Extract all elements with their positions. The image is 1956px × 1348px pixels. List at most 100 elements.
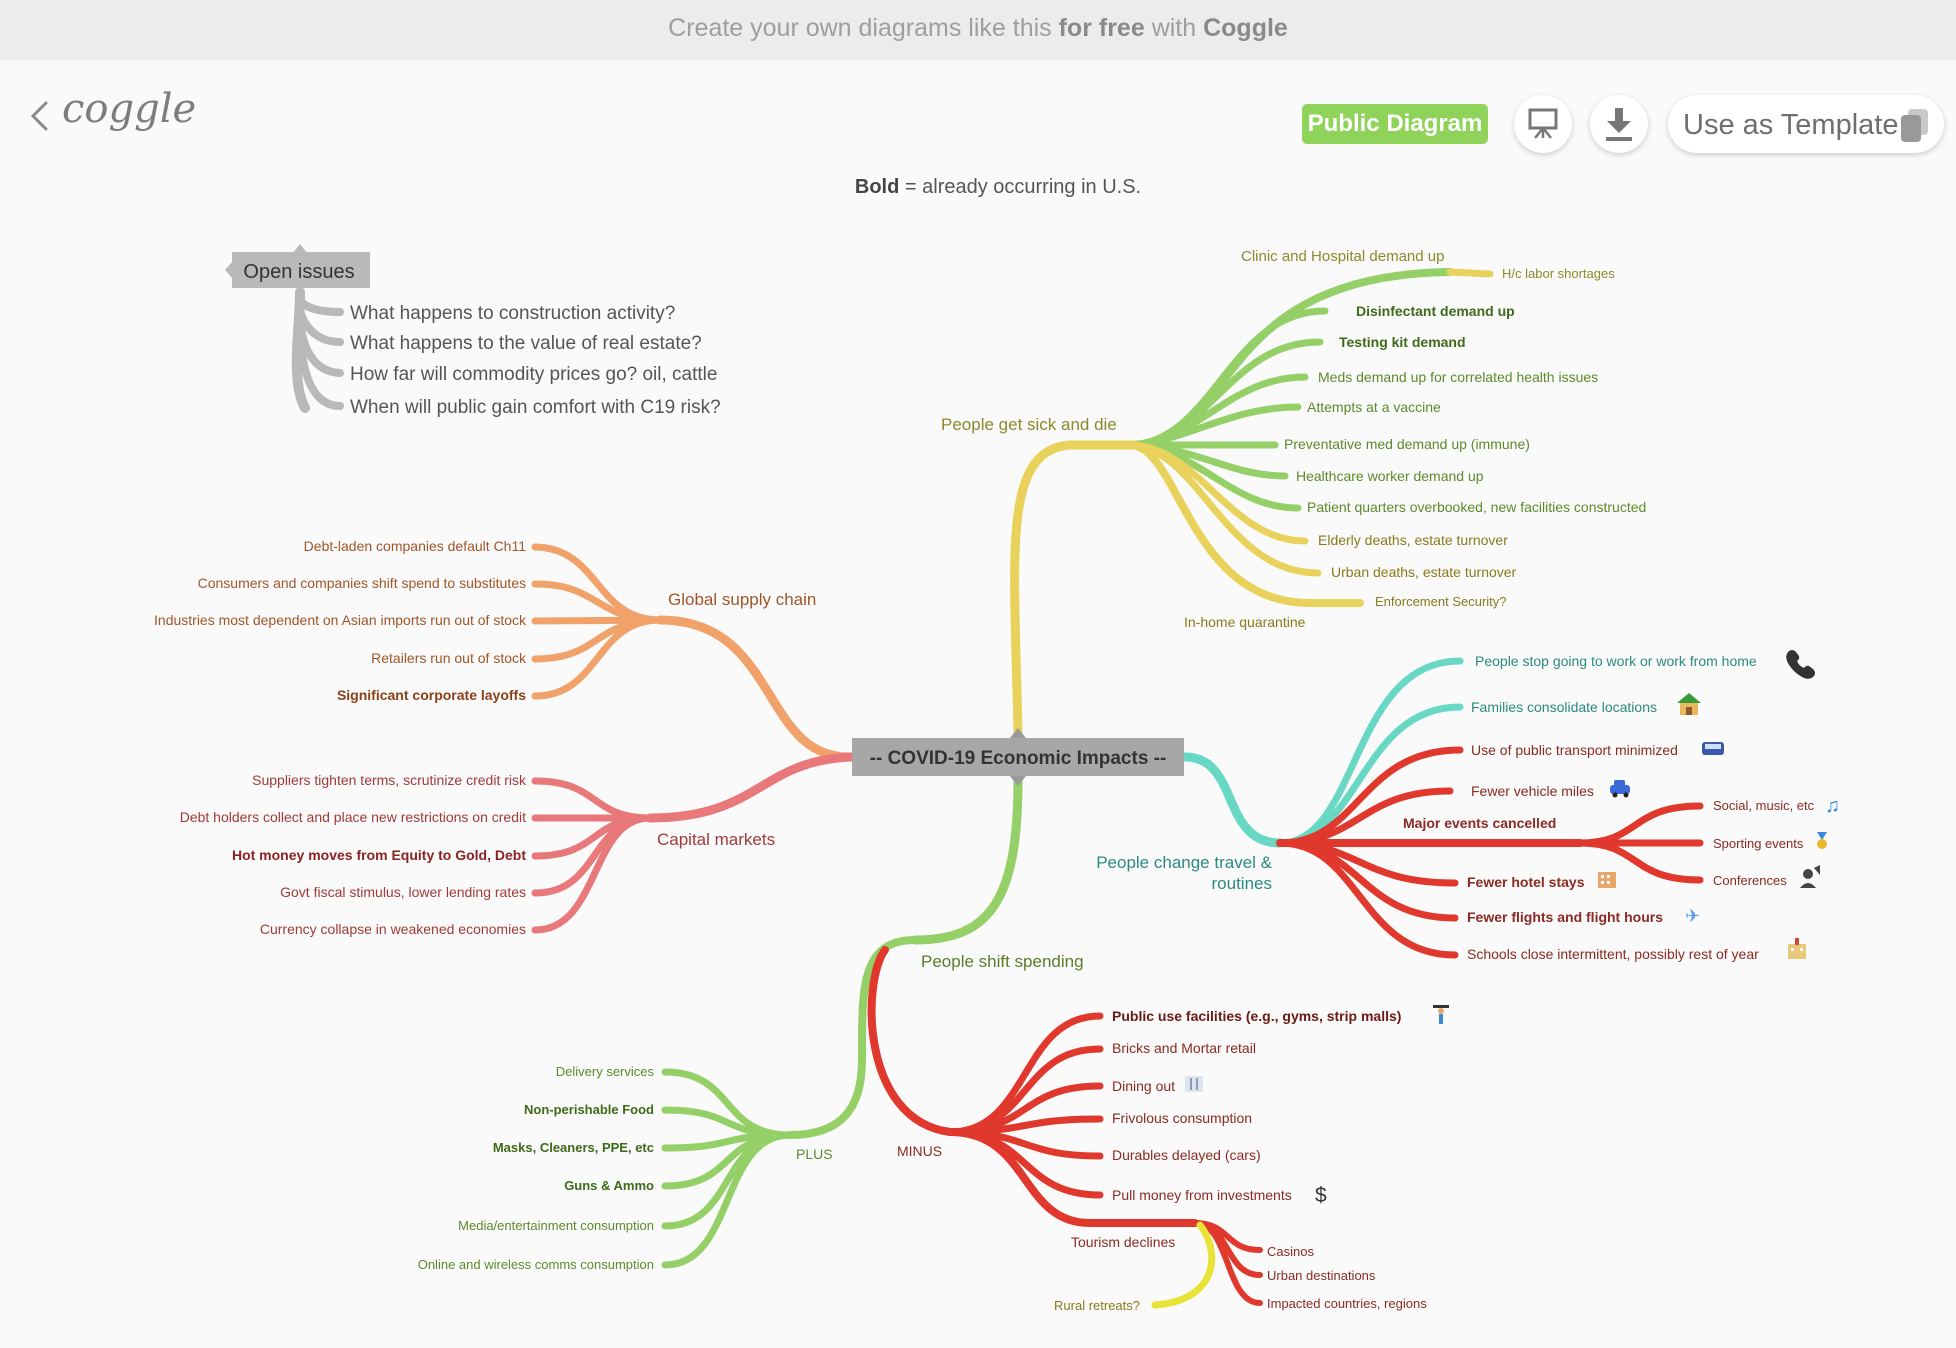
travel-item-sporting[interactable]: Sporting events: [1713, 836, 1804, 851]
travel-branch-labels: People change travel & routines People s…: [1096, 653, 1814, 962]
hotel-icon: [1598, 872, 1616, 888]
sick-item-hc-worker[interactable]: Healthcare worker demand up: [1296, 468, 1484, 484]
promo-banner-text[interactable]: Create your own diagrams like this for f…: [0, 14, 1956, 43]
root-box[interactable]: [852, 738, 1184, 776]
branch-minus: [867, 946, 954, 1136]
open-issue-4[interactable]: When will public gain comfort with C19 r…: [350, 397, 721, 418]
spending-label[interactable]: People shift spending: [921, 952, 1084, 971]
sick-item-enforcement[interactable]: Enforcement Security?: [1375, 594, 1507, 609]
music-icon: ♫: [1825, 795, 1840, 817]
root-node[interactable]: -- COVID-19 Economic Impacts --: [852, 728, 1184, 786]
travel-item-flights[interactable]: Fewer flights and flight hours: [1467, 909, 1663, 925]
minus-item-2[interactable]: Bricks and Mortar retail: [1112, 1040, 1256, 1056]
banner-brand: Coggle: [1203, 14, 1288, 42]
open-issues-box[interactable]: [232, 252, 370, 288]
travel-item-transport[interactable]: Use of public transport minimized: [1471, 742, 1678, 758]
plus-label[interactable]: PLUS: [796, 1146, 833, 1162]
plus-item-3[interactable]: Masks, Cleaners, PPE, etc: [493, 1140, 654, 1155]
travel-item-vehicle[interactable]: Fewer vehicle miles: [1471, 783, 1594, 799]
legend-rest: = already occurring in U.S.: [899, 176, 1142, 198]
open-issues-node[interactable]: Open issues: [225, 244, 370, 288]
capital-label[interactable]: Capital markets: [657, 830, 775, 849]
bus-icon: [1702, 742, 1724, 755]
capital-item-3[interactable]: Hot money moves from Equity to Gold, Deb…: [232, 847, 526, 863]
open-issue-3[interactable]: How far will commodity prices go? oil, c…: [350, 364, 717, 385]
branch-social: [1576, 802, 1704, 847]
supply-item-4[interactable]: Retailers run out of stock: [371, 650, 527, 666]
supply-label[interactable]: Global supply chain: [668, 590, 816, 609]
minus-label[interactable]: MINUS: [897, 1143, 942, 1159]
root-label[interactable]: -- COVID-19 Economic Impacts --: [870, 748, 1167, 769]
sick-green-labels: Disinfectant demand up Testing kit deman…: [1284, 303, 1646, 515]
sick-item-urban-deaths[interactable]: Urban deaths, estate turnover: [1331, 564, 1517, 580]
supply-item-5[interactable]: Significant corporate layoffs: [337, 687, 526, 703]
minus-item-5[interactable]: Durables delayed (cars): [1112, 1147, 1261, 1163]
minus-item-3[interactable]: Dining out: [1112, 1078, 1175, 1094]
sick-item-meds[interactable]: Meds demand up for correlated health iss…: [1318, 369, 1598, 385]
sick-item-disinfectant[interactable]: Disinfectant demand up: [1356, 303, 1515, 319]
minus-item-urban-dest[interactable]: Urban destinations: [1267, 1268, 1376, 1283]
minus-icons: $: [1185, 1005, 1449, 1207]
present-button[interactable]: [1514, 95, 1572, 153]
download-button[interactable]: [1590, 95, 1648, 153]
minus-item-impacted[interactable]: Impacted countries, regions: [1267, 1296, 1427, 1311]
supply-item-1[interactable]: Debt-laden companies default Ch11: [304, 538, 527, 554]
capital-item-2[interactable]: Debt holders collect and place new restr…: [180, 809, 526, 825]
sick-item-testing[interactable]: Testing kit demand: [1339, 334, 1466, 350]
minus-item-4[interactable]: Frivolous consumption: [1112, 1110, 1252, 1126]
minus-item-rural[interactable]: Rural retreats?: [1054, 1298, 1140, 1313]
supply-item-2[interactable]: Consumers and companies shift spend to s…: [198, 575, 526, 591]
travel-label-2[interactable]: routines: [1212, 874, 1272, 893]
use-as-template-label: Use as Template: [1683, 109, 1899, 141]
sick-item-quarantine[interactable]: In-home quarantine: [1184, 614, 1306, 630]
branch-minus-1: [946, 1012, 1104, 1136]
open-issues-title[interactable]: Open issues: [243, 261, 354, 283]
coggle-logo[interactable]: coggle: [62, 86, 197, 132]
sick-item-vaccine[interactable]: Attempts at a vaccine: [1307, 399, 1441, 415]
plus-item-6[interactable]: Online and wireless comms consumption: [418, 1257, 654, 1272]
capital-item-5[interactable]: Currency collapse in weakened economies: [260, 921, 526, 937]
travel-item-families[interactable]: Families consolidate locations: [1471, 699, 1657, 715]
fork-knife-icon: [1185, 1076, 1203, 1092]
branch-open-issue-2: [296, 306, 344, 346]
travel-item-hotel[interactable]: Fewer hotel stays: [1467, 874, 1585, 890]
sick-item-patient[interactable]: Patient quarters overbooked, new facilit…: [1307, 499, 1646, 515]
travel-label-1[interactable]: People change travel &: [1096, 853, 1272, 872]
sick-item-elderly[interactable]: Elderly deaths, estate turnover: [1318, 532, 1508, 548]
plus-item-5[interactable]: Media/entertainment consumption: [458, 1218, 654, 1233]
school-icon: [1788, 938, 1806, 959]
sick-item-clinic[interactable]: Clinic and Hospital demand up: [1241, 248, 1444, 265]
car-icon: [1610, 780, 1630, 798]
branch-schools: [1276, 839, 1459, 959]
use-as-template-button[interactable]: Use as Template: [1668, 95, 1944, 153]
capital-item-4[interactable]: Govt fiscal stimulus, lower lending rate…: [280, 884, 526, 900]
open-issues-list: What happens to construction activity? W…: [350, 303, 721, 418]
travel-item-conferences[interactable]: Conferences: [1713, 873, 1787, 888]
open-issue-1[interactable]: What happens to construction activity?: [350, 303, 675, 324]
supply-item-3[interactable]: Industries most dependent on Asian impor…: [154, 612, 527, 628]
open-issue-2[interactable]: What happens to the value of real estate…: [350, 333, 702, 354]
plus-item-2[interactable]: Non-perishable Food: [524, 1102, 654, 1117]
branch-tourism: [946, 1128, 1199, 1227]
minus-item-casinos[interactable]: Casinos: [1267, 1244, 1314, 1259]
svg-text:✈: ✈: [1685, 906, 1700, 926]
sick-item-preventative[interactable]: Preventative med demand up (immune): [1284, 436, 1530, 452]
banner-pre: Create your own diagrams like this: [668, 14, 1059, 42]
sick-label[interactable]: People get sick and die: [941, 415, 1117, 434]
branch-conferences: [1576, 839, 1704, 884]
travel-item-social[interactable]: Social, music, etc: [1713, 798, 1815, 813]
plus-item-4[interactable]: Guns & Ammo: [564, 1178, 654, 1193]
travel-item-major-events[interactable]: Major events cancelled: [1403, 815, 1556, 831]
travel-icons: ♫ ✈: [1598, 650, 1840, 959]
minus-item-6[interactable]: Pull money from investments: [1112, 1187, 1292, 1203]
minus-item-tourism[interactable]: Tourism declines: [1071, 1234, 1175, 1250]
travel-item-schools[interactable]: Schools close intermittent, possibly res…: [1467, 946, 1759, 962]
sick-item-hc-labor[interactable]: H/c labor shortages: [1502, 266, 1615, 281]
travel-item-work-home[interactable]: People stop going to work or work from h…: [1475, 653, 1757, 669]
weightlifter-icon: [1433, 1005, 1449, 1024]
plus-item-1[interactable]: Delivery services: [556, 1064, 655, 1079]
legend-note: Bold = already occurring in U.S.: [0, 176, 1956, 199]
chevron-left-icon[interactable]: [28, 100, 50, 132]
capital-item-1[interactable]: Suppliers tighten terms, scrutinize cred…: [252, 772, 527, 788]
minus-item-1[interactable]: Public use facilities (e.g., gyms, strip…: [1112, 1008, 1401, 1024]
